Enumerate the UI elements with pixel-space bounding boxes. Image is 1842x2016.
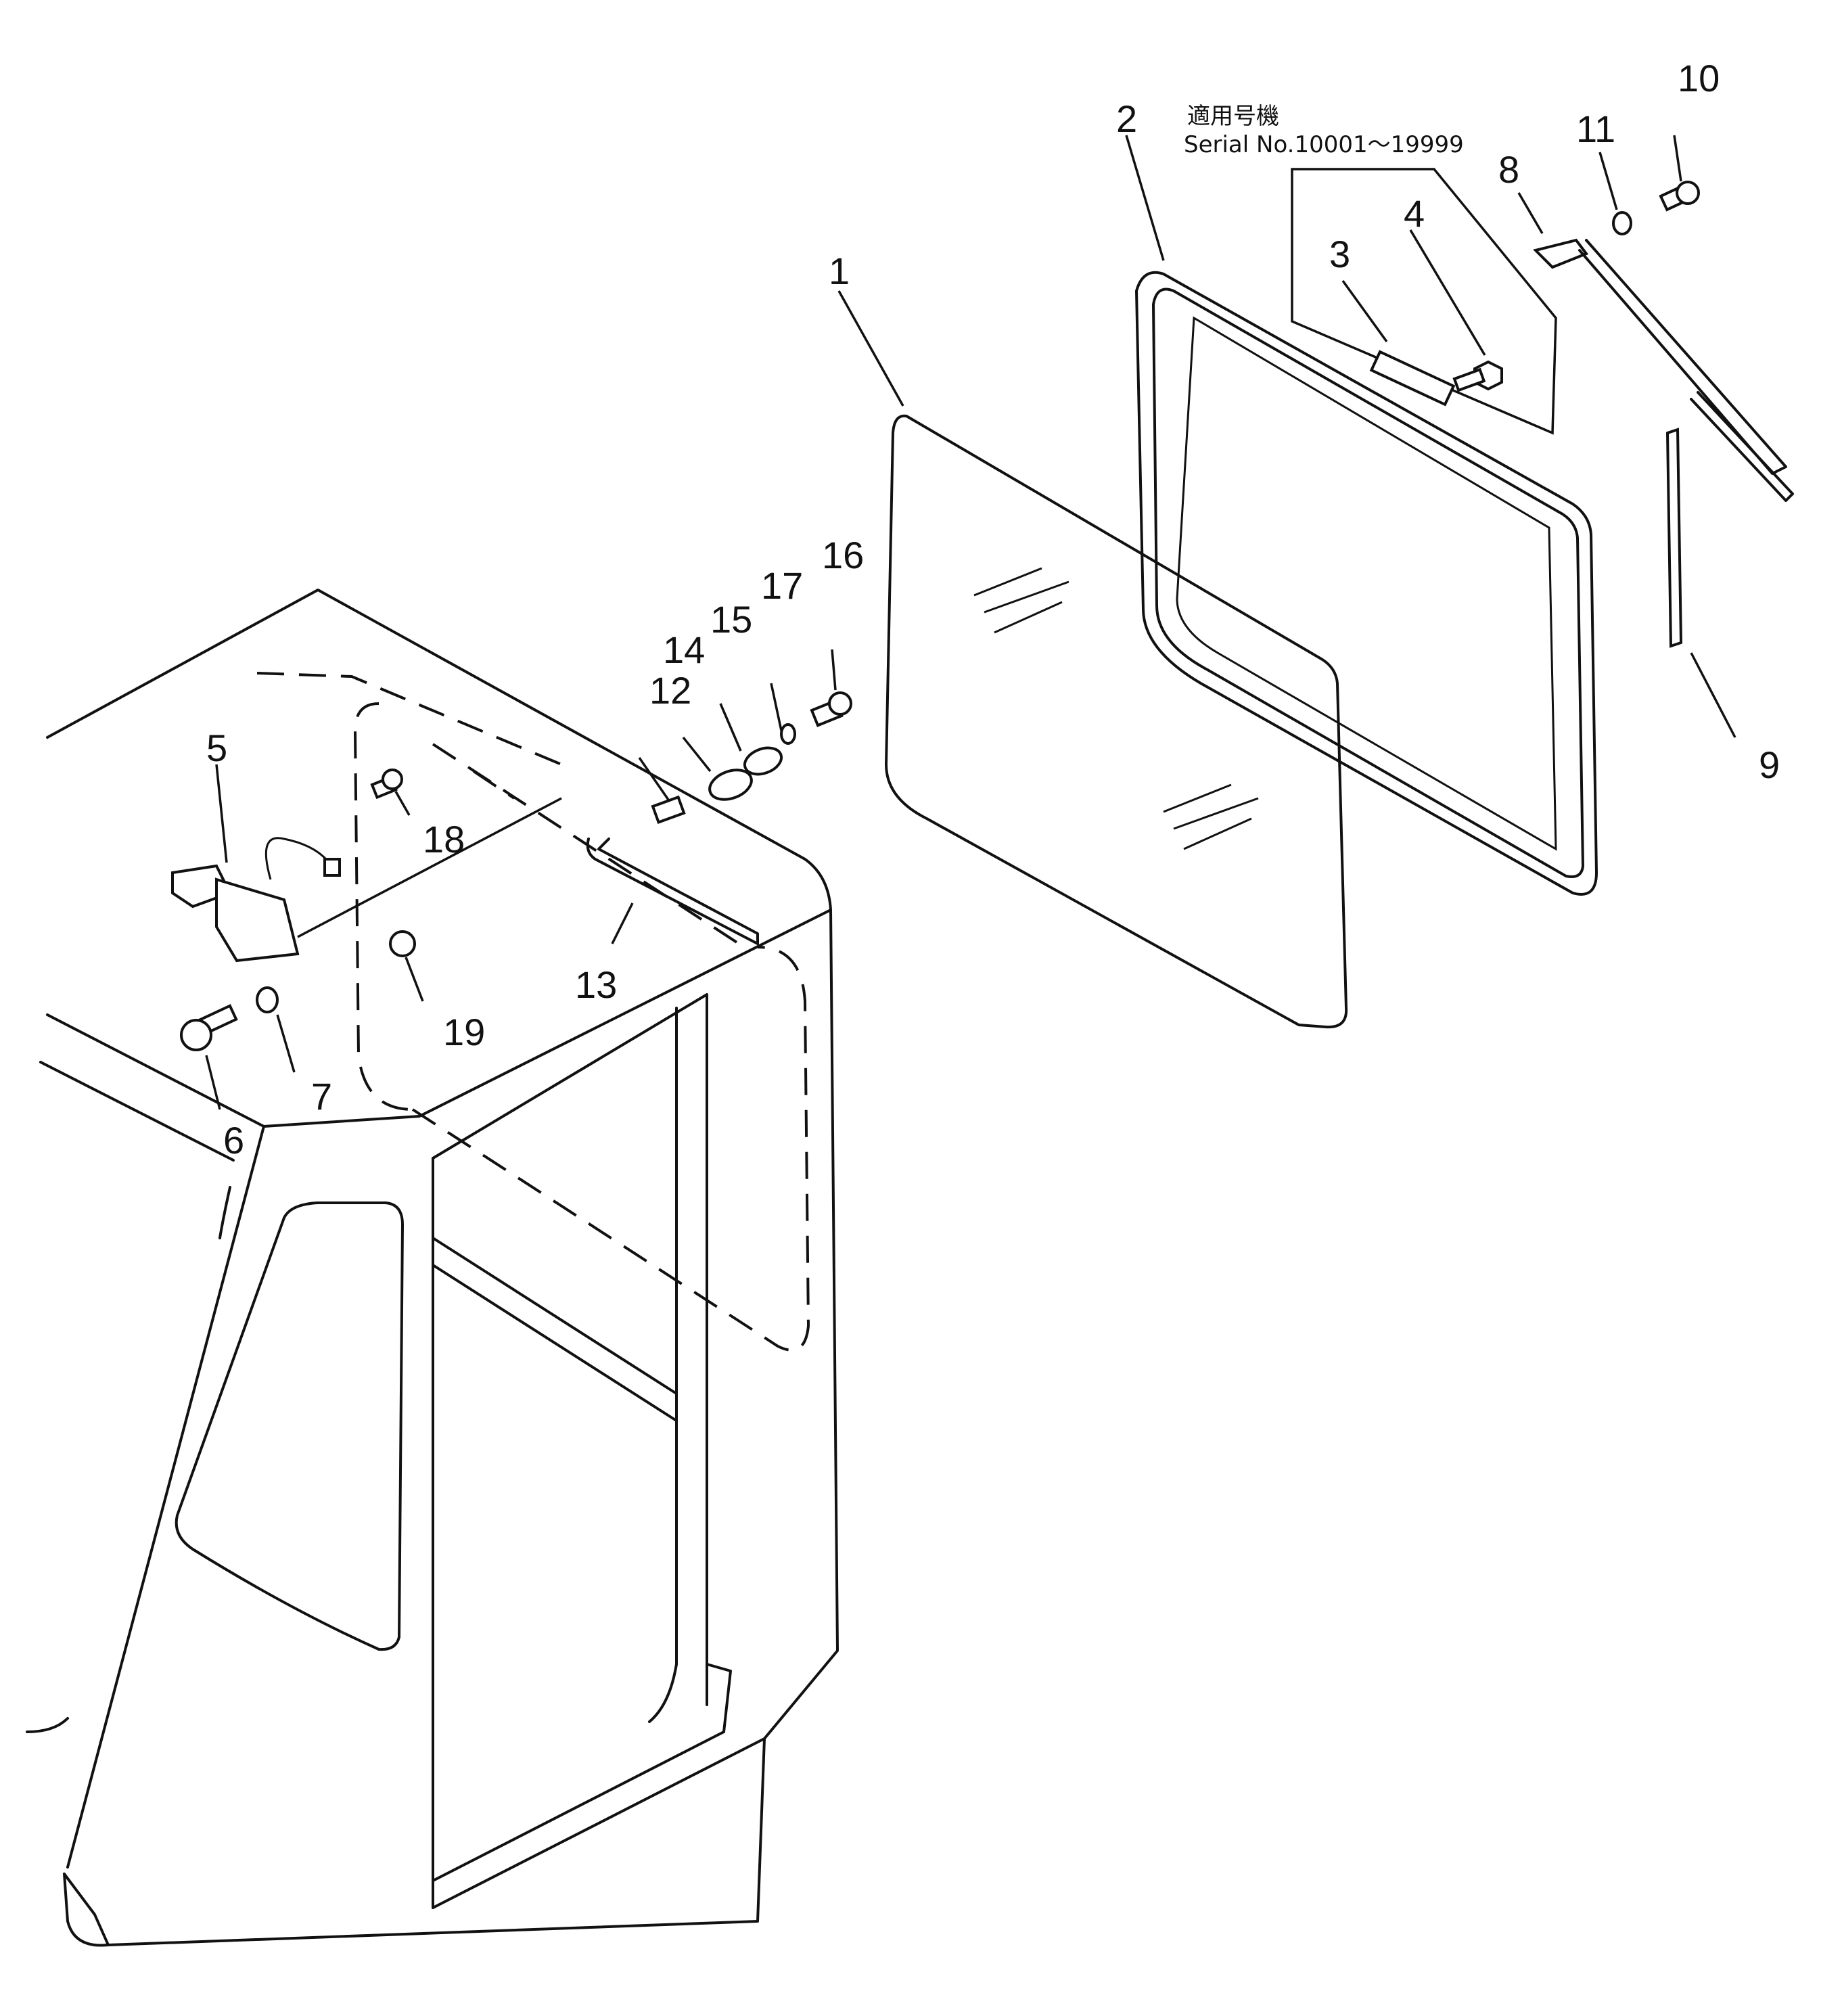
hardware <box>171 181 1700 1051</box>
note-line-2: Serial No.10001～19999 <box>1184 131 1464 158</box>
callout-17: 17 <box>761 564 803 607</box>
callout-18: 18 <box>423 818 465 861</box>
callout-5: 5 <box>206 727 227 769</box>
callout-16: 16 <box>822 534 864 576</box>
callout-4: 4 <box>1404 192 1425 235</box>
callout-19: 19 <box>443 1011 485 1053</box>
callout-7: 7 <box>311 1075 332 1118</box>
callout-1: 1 <box>829 250 850 292</box>
part-2-window-seal <box>1135 271 1598 896</box>
part-1-window-glass <box>885 414 1348 1029</box>
callout-14: 14 <box>663 628 705 671</box>
cab-body <box>26 589 839 1947</box>
callout-3: 3 <box>1329 233 1350 275</box>
callout-15: 15 <box>710 598 752 641</box>
callout-6: 6 <box>223 1119 244 1162</box>
note-line-1: 適用号機 <box>1187 103 1279 130</box>
serial-bracket <box>1291 168 1557 435</box>
part-8-wiper-arm <box>1533 238 1794 502</box>
callout-2: 2 <box>1116 97 1137 140</box>
part-9-wiper-blade <box>1665 428 1683 648</box>
callout-11: 11 <box>1576 108 1615 150</box>
callout-8: 8 <box>1498 148 1519 191</box>
callout-12: 12 <box>649 669 691 712</box>
leader-lines <box>205 135 1736 1110</box>
callout-9: 9 <box>1759 743 1780 786</box>
callout-10: 10 <box>1678 57 1720 99</box>
callout-13: 13 <box>575 963 617 1006</box>
